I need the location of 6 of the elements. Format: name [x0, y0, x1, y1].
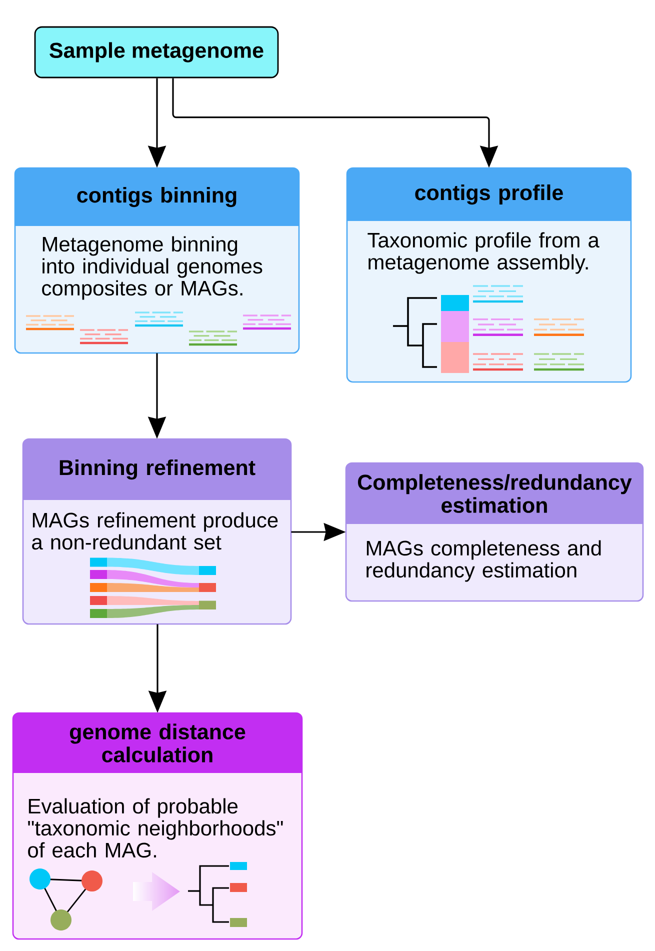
process-box: genome distance calculation Evaluation of probable "taxonomic neighborhoods" of each MAG. — [12, 712, 303, 940]
process-box: Binning refinement MAGs refinement produce a non-redundant set — [22, 438, 292, 625]
process-box: Completeness/redundancy estimation MAGs completeness and redundancy estimation — [345, 462, 644, 602]
start-box: Sample metagenome — [34, 26, 279, 78]
process-box: contigs profile Taxonomic profile from a metagenome assembly. — [346, 167, 632, 383]
process-box: contigs binning Metagenome binning into individual genomes composites or MAGs. — [14, 167, 300, 354]
